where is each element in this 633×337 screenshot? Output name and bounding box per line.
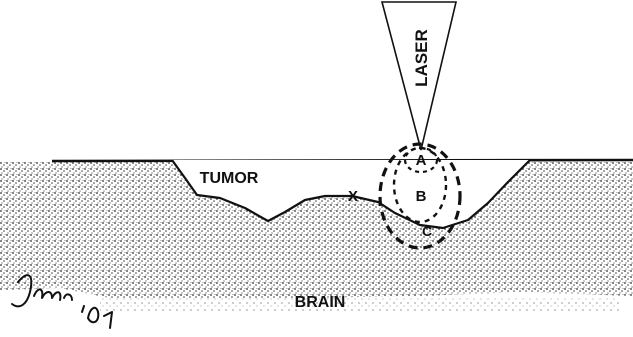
laser-label: LASER — [412, 29, 431, 87]
brain-label: BRAIN — [295, 294, 346, 311]
zone-b-label: B — [416, 188, 427, 205]
brain-lower-shading — [100, 298, 620, 312]
x-marker-label: X — [348, 188, 358, 205]
tumor-label: TUMOR — [200, 170, 259, 187]
zone-a-label: A — [416, 152, 427, 169]
zone-c-label: C — [422, 223, 432, 239]
